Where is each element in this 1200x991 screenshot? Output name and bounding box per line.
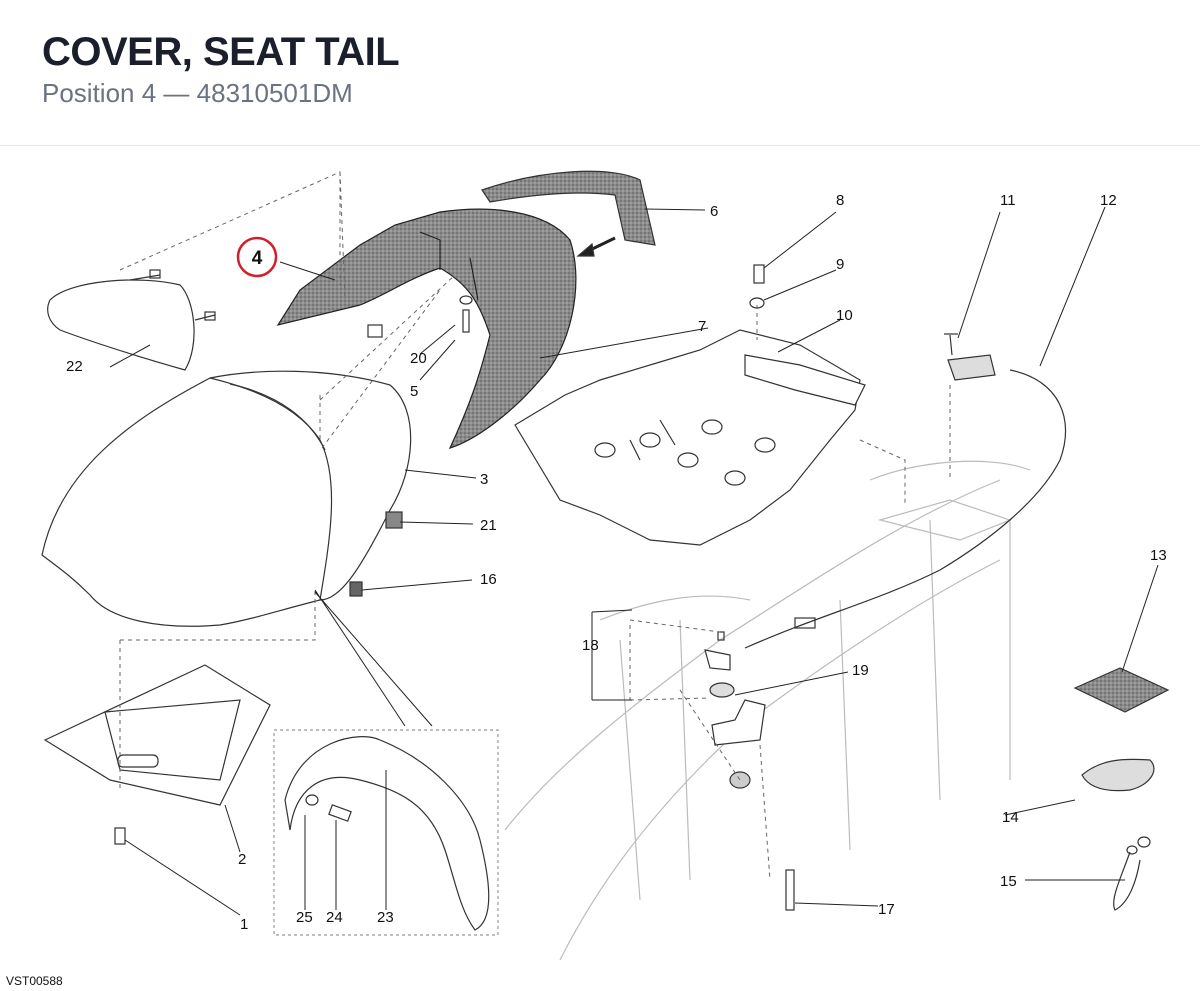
seat-pan-part: [514, 329, 861, 546]
page-header: COVER, SEAT TAIL Position 4 — 48310501DM: [0, 0, 1200, 146]
callout-22[interactable]: 22: [66, 358, 83, 375]
callout-10[interactable]: 10: [836, 307, 853, 324]
seat-tail-cover-part[interactable]: [276, 208, 577, 449]
subtitle-separator: —: [163, 78, 190, 108]
grab-handle-inset: [273, 729, 499, 936]
highlight-callout-ring: [236, 236, 278, 278]
fasteners: [114, 264, 795, 911]
callout-9[interactable]: 9: [836, 256, 844, 273]
callout-18[interactable]: 18: [582, 637, 599, 654]
helmet-cable-part: [1113, 836, 1151, 911]
callout-2[interactable]: 2: [238, 851, 246, 868]
manual-part: [1073, 667, 1170, 713]
cable-part: [744, 369, 1067, 649]
bracket-part: [744, 354, 866, 406]
callout-15[interactable]: 15: [1000, 873, 1017, 890]
callout-14[interactable]: 14: [1002, 809, 1019, 826]
callout-16[interactable]: 16: [480, 571, 497, 588]
exploded-parts-diagram: 4 6 8 9 10 7 11 12 13 14 15 3 21 16 20 5…: [41, 170, 1170, 961]
callout-12[interactable]: 12: [1100, 192, 1117, 209]
reference-code: VST00588: [6, 974, 63, 988]
callout-5[interactable]: 5: [410, 383, 418, 400]
strap-part: [481, 170, 656, 246]
callout-24[interactable]: 24: [326, 909, 343, 926]
callout-3[interactable]: 3: [480, 471, 488, 488]
frame-part: [504, 460, 1031, 961]
main-seat-part: [41, 370, 412, 627]
callout-25[interactable]: 25: [296, 909, 313, 926]
page-title: COVER, SEAT TAIL: [42, 30, 400, 74]
latch-part: [944, 333, 996, 381]
callout-17[interactable]: 17: [878, 901, 895, 918]
callout-11[interactable]: 11: [1000, 192, 1016, 209]
callout-6[interactable]: 6: [710, 203, 718, 220]
callout-8[interactable]: 8: [836, 192, 844, 209]
page-subtitle: Position 4 — 48310501DM: [42, 78, 353, 109]
callout-13[interactable]: 13: [1150, 547, 1167, 564]
callout-7[interactable]: 7: [698, 318, 706, 335]
highlight-callout-label[interactable]: 4: [252, 248, 263, 269]
callout-1[interactable]: 1: [240, 916, 248, 933]
construction-lines: [119, 171, 951, 881]
callout-23[interactable]: 23: [377, 909, 394, 926]
callout-19[interactable]: 19: [852, 662, 869, 679]
callout-21[interactable]: 21: [480, 517, 497, 534]
underseat-tray-part: [43, 664, 271, 806]
position-label: Position 4: [42, 78, 157, 108]
part-number: 48310501DM: [196, 78, 353, 108]
lock-bracket-part: [709, 682, 766, 789]
pillion-pad-part: [47, 269, 216, 371]
pad-part: [1081, 758, 1155, 792]
callout-20[interactable]: 20: [410, 350, 427, 367]
leader-lines: [109, 206, 1159, 916]
